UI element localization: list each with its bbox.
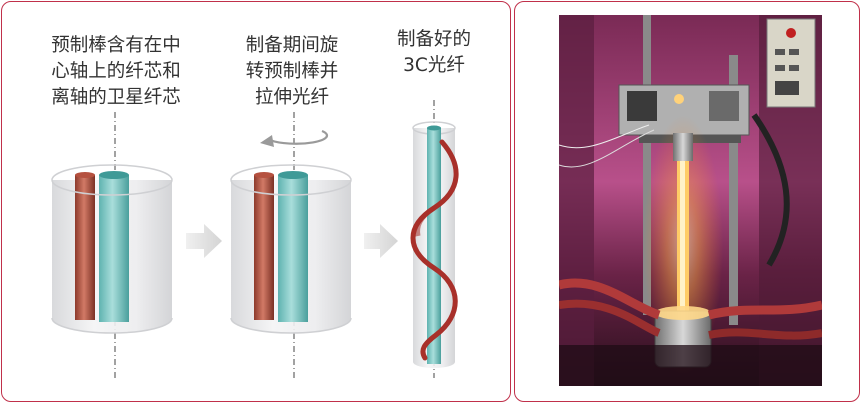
cladding-top (51, 164, 173, 196)
step-3-caption: 制备好的 3C光纤 (386, 27, 482, 79)
fiber-stage-3 (410, 100, 459, 378)
fiber-draw-tower-photo (559, 15, 822, 386)
step-1-caption: 预制棒含有在中 心轴上的纤芯和 离轴的卫星纤芯 (28, 33, 204, 111)
cladding-top (230, 164, 352, 196)
preform-stage-1 (51, 112, 173, 378)
center-core (99, 175, 129, 322)
process-arrow-icon (364, 224, 398, 258)
fabrication-diagram (51, 100, 459, 378)
rotation-arrow-icon (260, 129, 329, 147)
center-core (278, 175, 308, 322)
process-arrow-icon (186, 224, 222, 258)
step-2-caption: 制备期间旋 转预制棒并 拉伸光纤 (236, 33, 348, 111)
satellite-core (75, 175, 95, 320)
helical-satellite-core (410, 139, 459, 361)
caption-line: 制备期间旋 (245, 35, 339, 56)
center-core (427, 128, 441, 364)
caption-line: 心轴上的纤芯和 (51, 61, 181, 82)
satellite-core (254, 175, 274, 320)
preform-stage-2 (230, 112, 352, 378)
caption-line: 制备好的 (396, 29, 471, 50)
caption-line: 3C光纤 (403, 55, 465, 76)
caption-line: 预制棒含有在中 (51, 35, 181, 56)
caption-line: 离轴的卫星纤芯 (51, 87, 181, 108)
caption-line: 拉伸光纤 (254, 87, 329, 108)
caption-line: 转预制棒并 (245, 61, 339, 82)
